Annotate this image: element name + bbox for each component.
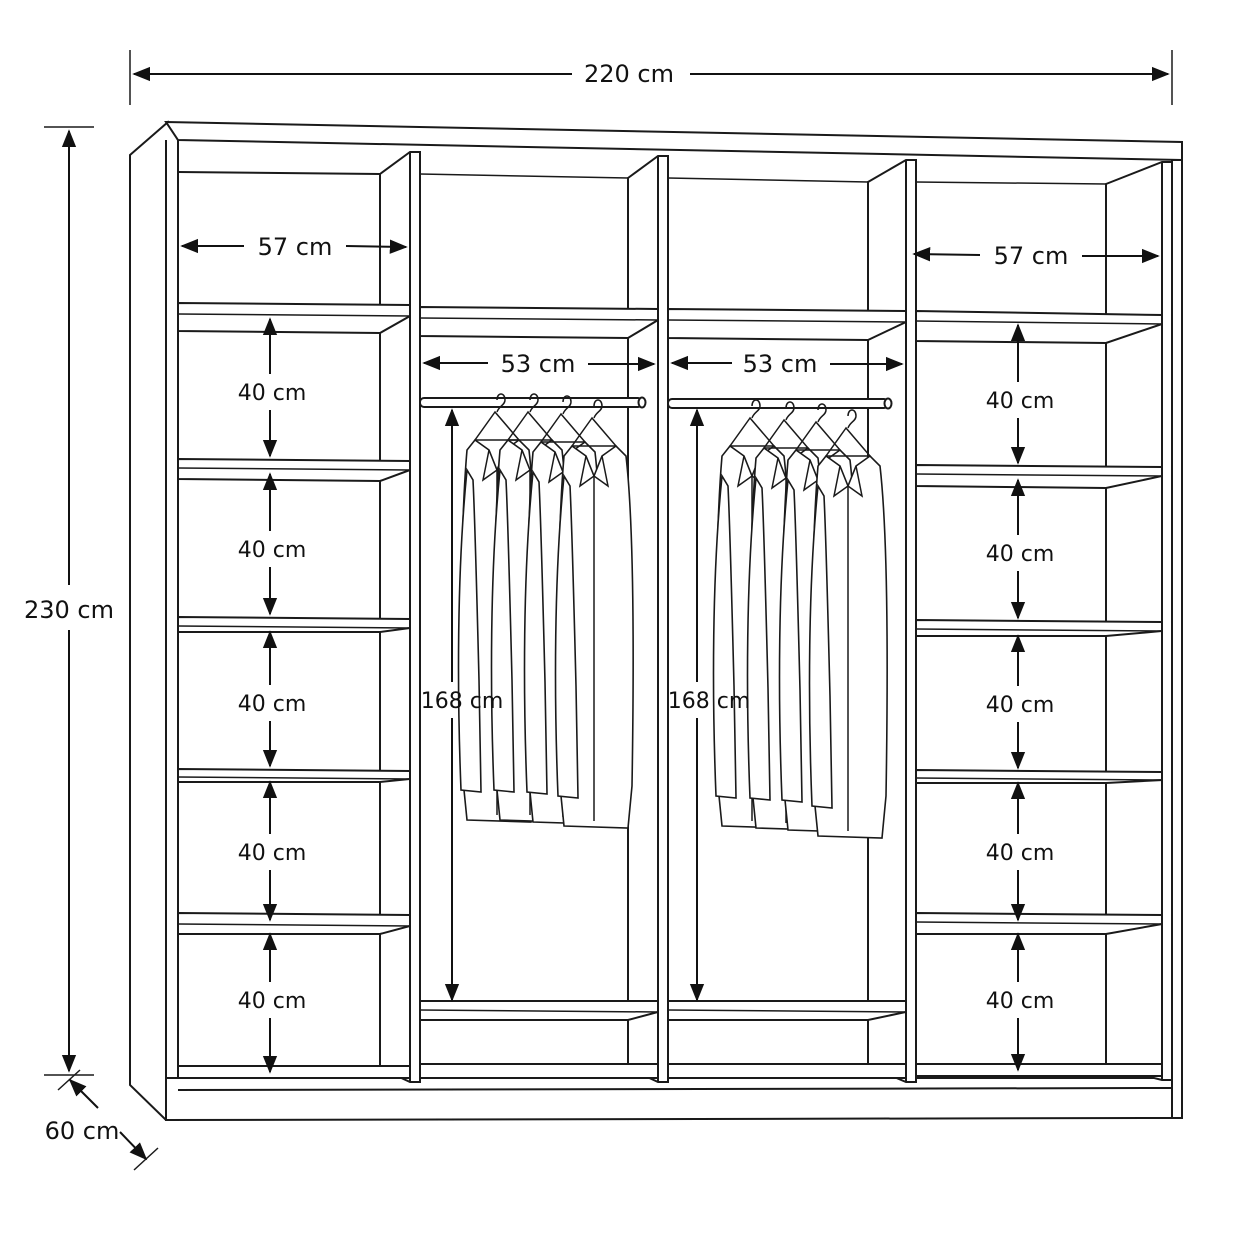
hanging-rail-left (419, 396, 647, 409)
left-section-width-dimension: 57 cm (180, 233, 408, 261)
right-shelf-spacing-label: 40 cm (986, 389, 1055, 414)
left-hanging-height-label: 168 cm (421, 689, 504, 714)
partition-1 (379, 151, 421, 1083)
depth-label: 60 cm (45, 1117, 120, 1145)
right-hanging-height-label: 168 cm (668, 689, 751, 714)
left-shelf-spacing-3: 40 cm (238, 630, 307, 768)
overall-width-label: 220 cm (584, 60, 674, 88)
right-shelf-spacing-3: 40 cm (986, 634, 1055, 770)
left-shelf-spacing-4: 40 cm (238, 780, 307, 922)
right-side-panel (1171, 159, 1183, 1119)
right-shelf-spacing-4: 40 cm (986, 781, 1055, 922)
right-shelf-spacing-5: 40 cm (986, 932, 1055, 1072)
bottom-plinth (165, 1077, 1173, 1122)
right-shelf-spacing-2: 40 cm (986, 478, 1055, 620)
overall-width-dimension: 220 cm (129, 50, 1173, 105)
left-shelf-spacing-label: 40 cm (238, 989, 307, 1014)
right-shelf-spacing-label: 40 cm (986, 542, 1055, 567)
right-rail-width-label: 53 cm (743, 350, 818, 378)
right-rail-width-dimension: 53 cm (670, 350, 904, 378)
right-shelf-spacing-1: 40 cm (986, 323, 1055, 465)
right-shelves (915, 309, 1163, 1077)
left-shelf-spacing-1: 40 cm (238, 317, 307, 458)
left-rail-width-dimension: 53 cm (422, 350, 656, 378)
right-hanging-height-dimension: 168 cm (668, 408, 751, 1002)
depth-dimension: 60 cm (45, 1069, 159, 1171)
left-rail-width-label: 53 cm (501, 350, 576, 378)
clothes-left (457, 393, 634, 829)
left-shelf-spacing-label: 40 cm (238, 381, 307, 406)
hanging-shelves (419, 305, 907, 1079)
right-shelf-spacing-label: 40 cm (986, 989, 1055, 1014)
left-shelf-spacing-label: 40 cm (238, 692, 307, 717)
left-section-width-label: 57 cm (258, 233, 333, 261)
top-panel (164, 120, 1183, 162)
left-shelf-spacing-label: 40 cm (238, 538, 307, 563)
right-shelf-spacing-label: 40 cm (986, 693, 1055, 718)
left-hanging-height-dimension: 168 cm (421, 408, 504, 1002)
left-shelf-spacing-5: 40 cm (238, 932, 307, 1074)
overall-height-dimension: 230 cm (24, 126, 114, 1076)
left-shelf-spacing-label: 40 cm (238, 841, 307, 866)
right-section-width-dimension: 57 cm (912, 242, 1160, 270)
clothes-right (712, 399, 888, 839)
right-shelf-spacing-label: 40 cm (986, 841, 1055, 866)
left-side-panel (129, 120, 179, 1121)
left-shelf-spacing-2: 40 cm (238, 472, 307, 616)
hanging-rail-right (667, 397, 893, 410)
left-shelves (177, 301, 411, 1079)
overall-height-label: 230 cm (24, 596, 114, 624)
partition-2 (627, 155, 669, 1083)
right-section-width-label: 57 cm (994, 242, 1069, 270)
